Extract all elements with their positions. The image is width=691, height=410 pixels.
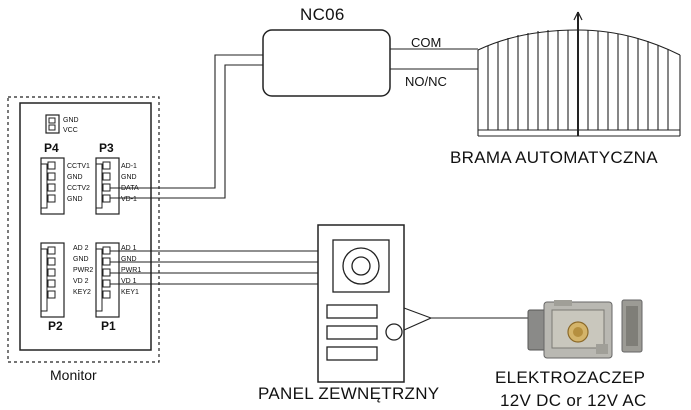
cctv-pin-4: GND — [67, 196, 83, 203]
panel-button-1 — [326, 304, 378, 319]
p3-pin-1: AD-1 — [121, 163, 137, 170]
p3-pin-2: GND — [121, 174, 137, 181]
p3-pin-3: DATA — [121, 185, 139, 192]
monitor-body — [19, 102, 152, 351]
p1-label: P1 — [101, 319, 116, 333]
p2-pin-1: AD 2 — [73, 245, 89, 252]
wire-p3-vd1-nc06 — [110, 64, 265, 199]
p4-pin-gnd: GND — [63, 117, 79, 124]
p1-pin-5: KEY1 — [121, 289, 139, 296]
p2-pin-4: VD 2 — [73, 278, 89, 285]
p2-pin-5: KEY2 — [73, 289, 91, 296]
p1-pin-4: VD 1 — [121, 278, 137, 285]
p3-label: P3 — [99, 141, 114, 155]
p1-pin-3: PWR1 — [121, 267, 142, 274]
panel-label: PANEL ZEWNĘTRZNY — [258, 384, 440, 403]
panel-button-2 — [326, 325, 378, 340]
p2-pin-2: GND — [73, 256, 89, 263]
panel-call-button — [385, 323, 403, 341]
cctv-pin-2: GND — [67, 174, 83, 181]
lock-sublabel: 12V DC or 12V AC — [500, 391, 647, 410]
wire-p3-data-nc06 — [110, 54, 265, 189]
cctv-pin-3: CCTV2 — [67, 185, 90, 192]
p4-pin-vcc: VCC — [63, 127, 78, 134]
electric-strike-picture — [527, 299, 643, 359]
wire-panel-lock — [403, 307, 433, 331]
nc06-label: NC06 — [300, 5, 345, 24]
p2-label: P2 — [48, 319, 63, 333]
p1-pin-1: AD 1 — [121, 245, 137, 252]
p3-connector — [95, 157, 120, 215]
p3-pin-4: VD-1 — [121, 196, 137, 203]
p2-pin-3: PWR2 — [73, 267, 94, 274]
panel-camera-lens — [351, 256, 371, 276]
cctv-pin-1: CCTV1 — [67, 163, 90, 170]
lock-label: ELEKTROZACZEP — [495, 368, 646, 387]
gate-label: BRAMA AUTOMATYCZNA — [450, 148, 658, 167]
cctv-connector — [40, 157, 65, 215]
com-label: COM — [411, 35, 442, 50]
monitor-dashed-frame — [7, 96, 160, 363]
p1-pin-2: GND — [121, 256, 137, 263]
p4-label: P4 — [44, 141, 59, 155]
nonc-label: NO/NC — [405, 74, 447, 89]
nc06-box — [262, 29, 391, 97]
automatic-gate — [477, 11, 681, 137]
panel-button-3 — [326, 346, 378, 361]
monitor-label: Monitor — [50, 367, 97, 383]
